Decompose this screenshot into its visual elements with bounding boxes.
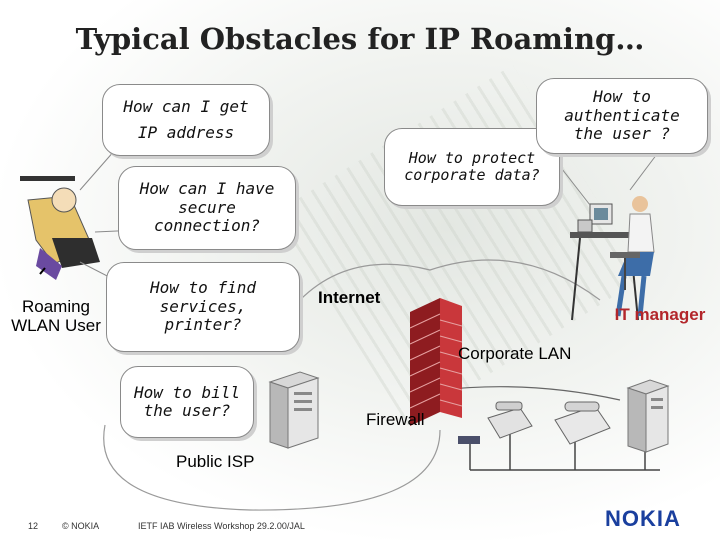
page-number: 12	[28, 521, 39, 531]
public-isp-cloud	[103, 424, 441, 511]
bubble-pointer-4	[554, 159, 591, 206]
roaming-user-icon	[20, 176, 100, 280]
bubble-secure-connection: How can I have secure connection?	[118, 166, 296, 250]
internet-label: Internet	[318, 288, 381, 307]
bubble-ip-address: How can I get IP address	[102, 84, 270, 156]
lan-device-icon	[458, 436, 480, 444]
bubble-ip-address-line1: How can I get	[123, 96, 249, 116]
bubble-find-services-text: How to find services, printer?	[150, 278, 256, 335]
nokia-logo: NOKIA	[605, 506, 681, 531]
public-isp-label: Public ISP	[176, 452, 255, 471]
bubble-pointer-5	[629, 149, 661, 191]
footer-copyright: © NOKIA	[62, 521, 100, 531]
firewall-icon	[409, 298, 463, 426]
slide-title: Typical Obstacles for IP Roaming…	[75, 22, 645, 56]
bubble-pointer-1	[79, 149, 116, 191]
bubble-bill-user: How to bill the user?	[120, 366, 254, 438]
bubble-find-services: How to find services, printer?	[106, 262, 300, 352]
bubble-protect-data: How to protect corporate data?	[384, 128, 560, 206]
corporate-server-icon	[626, 379, 670, 453]
it-manager-label: IT manager	[614, 305, 706, 324]
firewall-label: Firewall	[366, 410, 425, 429]
bubble-ip-address-line2: IP address	[137, 123, 235, 142]
footer-event: IETF IAB Wireless Workshop 29.2.00/JAL	[138, 521, 305, 531]
corporate-lan-line	[439, 386, 621, 401]
internet-cloud	[299, 259, 601, 301]
bubble-bill-user-text: How to bill the user?	[134, 382, 240, 420]
bubble-authenticate-text: How to authenticate the user ?	[564, 87, 680, 144]
isp-server-icon	[268, 371, 320, 449]
bubble-protect-data-text: How to protect corporate data?	[404, 148, 540, 184]
desk-phone-icon	[487, 401, 533, 439]
roaming-user-label: Roaming WLAN User	[11, 297, 101, 335]
bubble-authenticate: How to authenticate the user ?	[536, 78, 708, 154]
bubble-secure-connection-text: How can I have secure connection?	[139, 179, 275, 236]
corporate-lan-label: Corporate LAN	[458, 344, 572, 363]
conference-phone-icon	[554, 401, 611, 445]
it-manager-icon	[570, 196, 655, 321]
